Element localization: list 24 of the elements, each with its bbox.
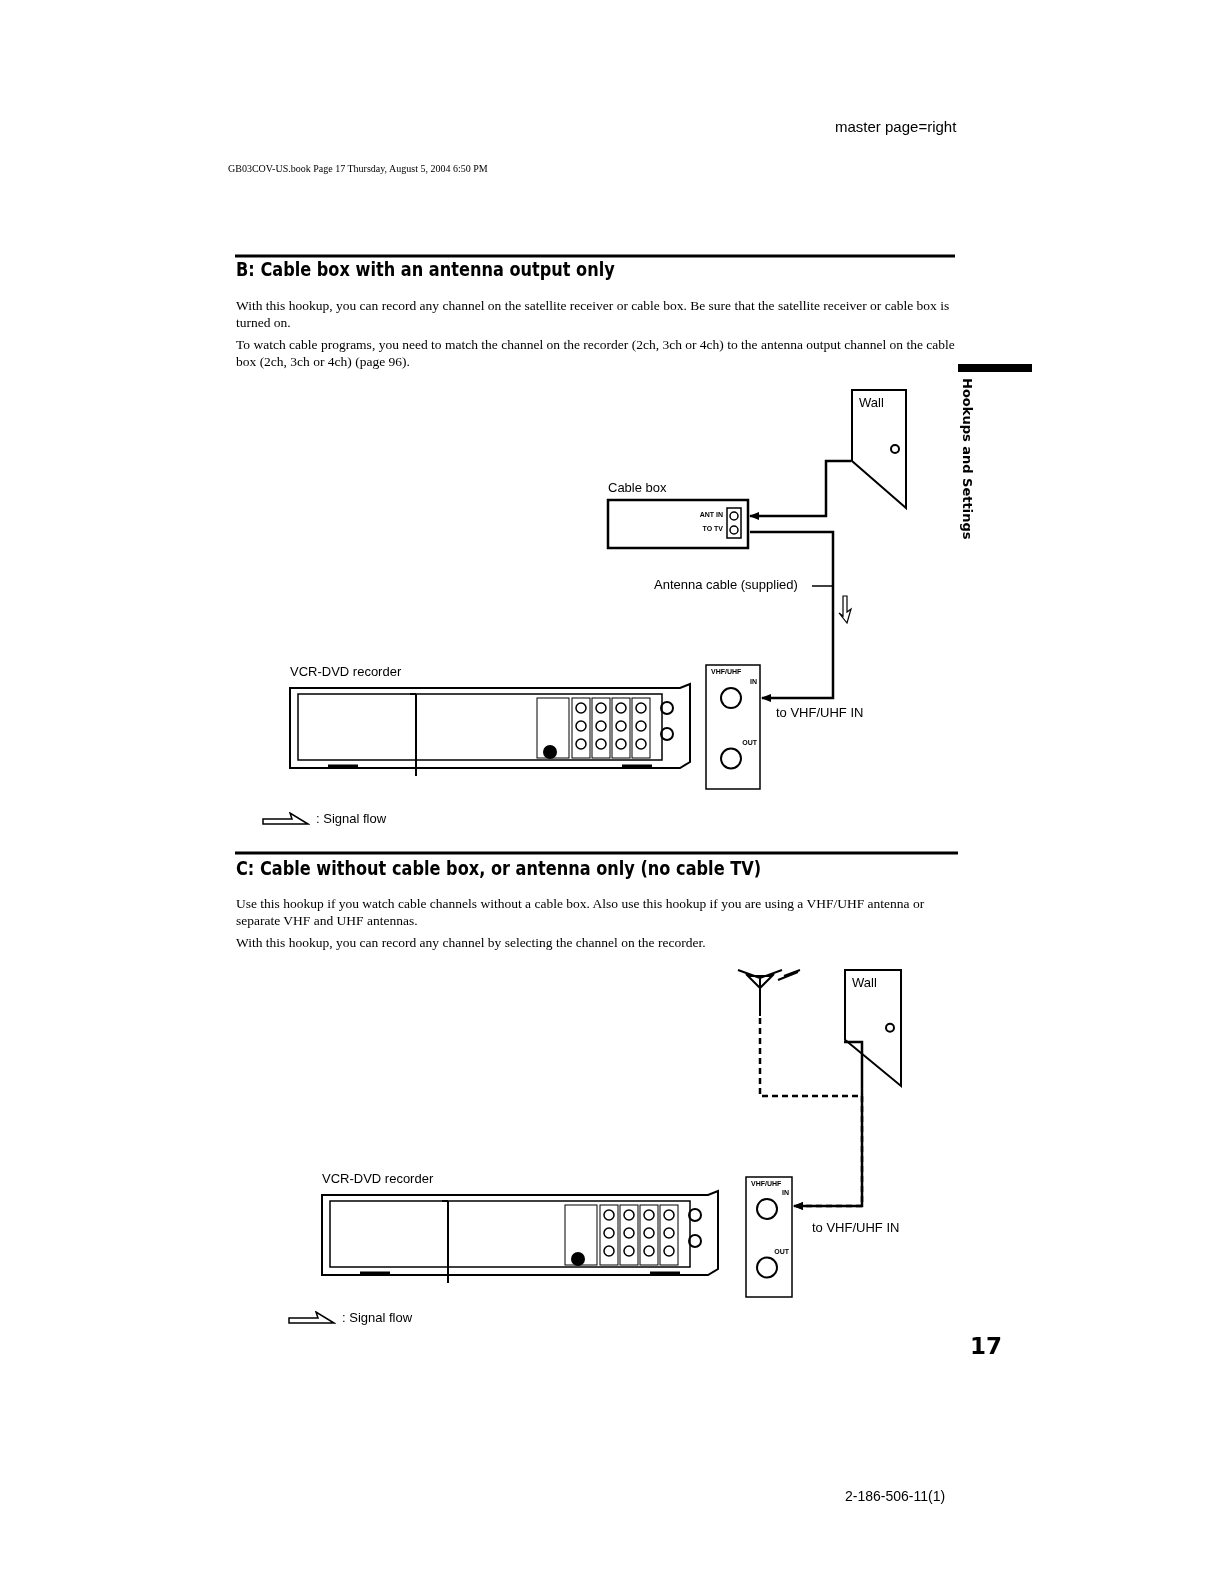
device-label: VCR-DVD recorder xyxy=(290,664,402,679)
cable-line xyxy=(750,530,835,702)
paragraph: To watch cable programs, you need to match the channel on the recorder (2ch, 3ch or 4ch) to the antenna output channel on the cable box (2ch, 3ch or 4ch) (page 96). xyxy=(236,336,956,370)
document-code: 2-186-506-11(1) xyxy=(845,1488,946,1504)
wall-label: Wall xyxy=(852,975,877,990)
section-heading: B: Cable box with an antenna output only xyxy=(236,258,615,280)
section-heading: C: Cable without cable box, or antenna only (no cable TV) xyxy=(236,857,762,879)
legend-text: : Signal flow xyxy=(342,1310,413,1325)
legend-text: : Signal flow xyxy=(316,811,387,826)
side-tab-text: Hookups and Settings xyxy=(960,378,975,540)
device-label: Cable box xyxy=(608,480,667,495)
paragraph: Use this hookup if you watch cable channels without a cable box. Also use this hookup if you are using a VHF/UHF antenna or separate VHF and UHF antennas. xyxy=(236,895,926,929)
cable-line xyxy=(749,459,851,520)
edge-label: Antenna cable (supplied) xyxy=(654,577,798,592)
header-text: GB03COV-US.book Page 17 Thursday, August 5, 2004 6:50 PM xyxy=(228,163,488,174)
cable-line xyxy=(793,1040,864,1210)
device-label: VCR-DVD recorder xyxy=(322,1171,434,1186)
connector-label: to VHF/UHF IN xyxy=(776,705,864,720)
paragraph: With this hookup, you can record any channel by selecting the channel on the recorder. xyxy=(236,934,707,951)
connector-label: to VHF/UHF IN xyxy=(812,1220,900,1235)
header-text: master page=right xyxy=(835,118,957,135)
page-number: 17 xyxy=(970,1333,1002,1359)
wall-label: Wall xyxy=(859,395,884,410)
paragraph: With this hookup, you can record any channel on the satellite receiver or cable box. Be sure that the satellite receiver or cable box is turned on. xyxy=(236,297,951,331)
